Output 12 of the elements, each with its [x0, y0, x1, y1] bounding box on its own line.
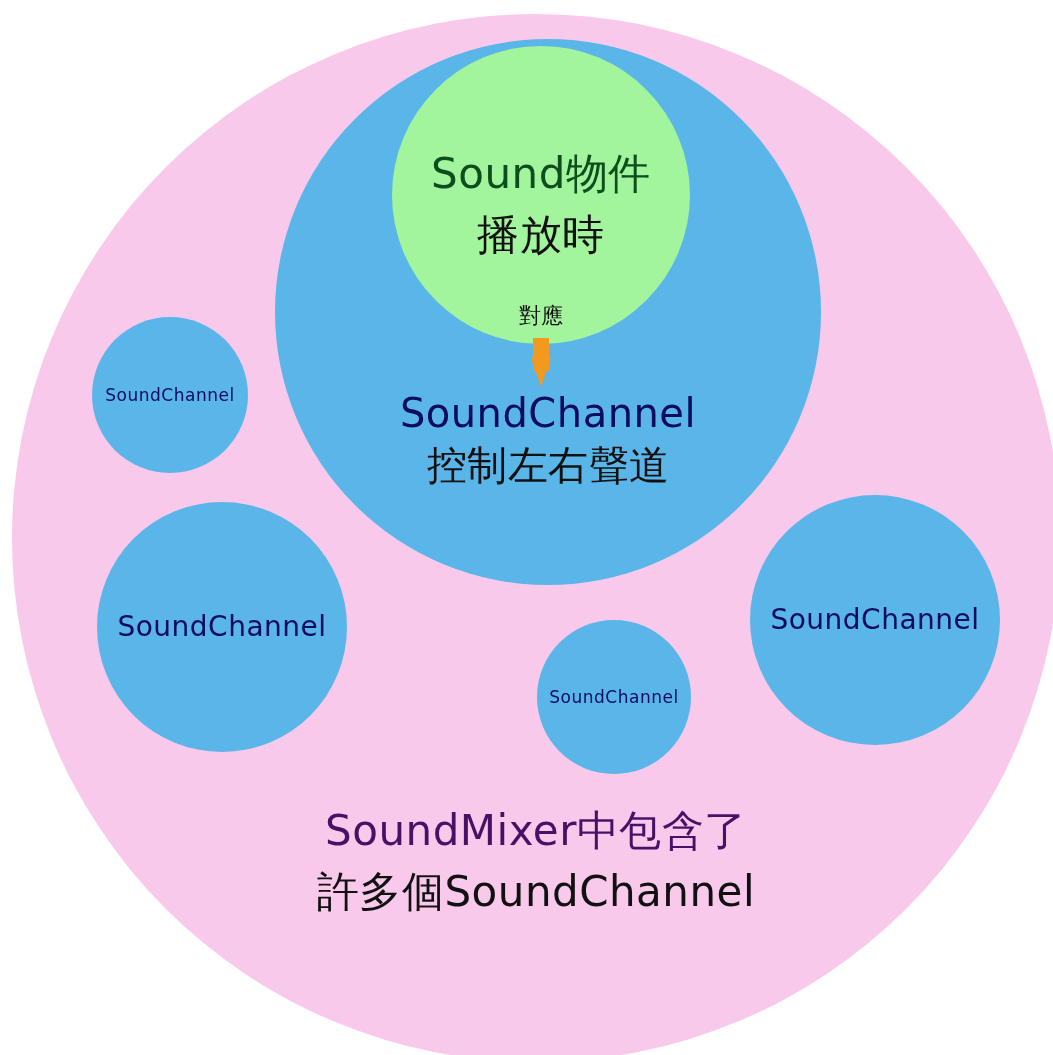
- circle-label: 許多個SoundChannel: [316, 866, 756, 918]
- circle-label: SoundChannel: [105, 383, 235, 407]
- circle-label: SoundChannel: [117, 608, 327, 645]
- circle-label: SoundMixer中包含了: [325, 805, 747, 858]
- circle-label: Sound物件: [431, 148, 651, 201]
- circle-label: SoundChannel: [399, 389, 697, 438]
- circle-label: SoundChannel: [549, 685, 679, 709]
- arrow: [531, 338, 551, 387]
- circle-label: 控制左右聲道: [426, 441, 670, 490]
- edge-label: 對應: [519, 302, 563, 330]
- circle-label: SoundChannel: [770, 601, 980, 638]
- circle-label: 播放時: [477, 209, 605, 261]
